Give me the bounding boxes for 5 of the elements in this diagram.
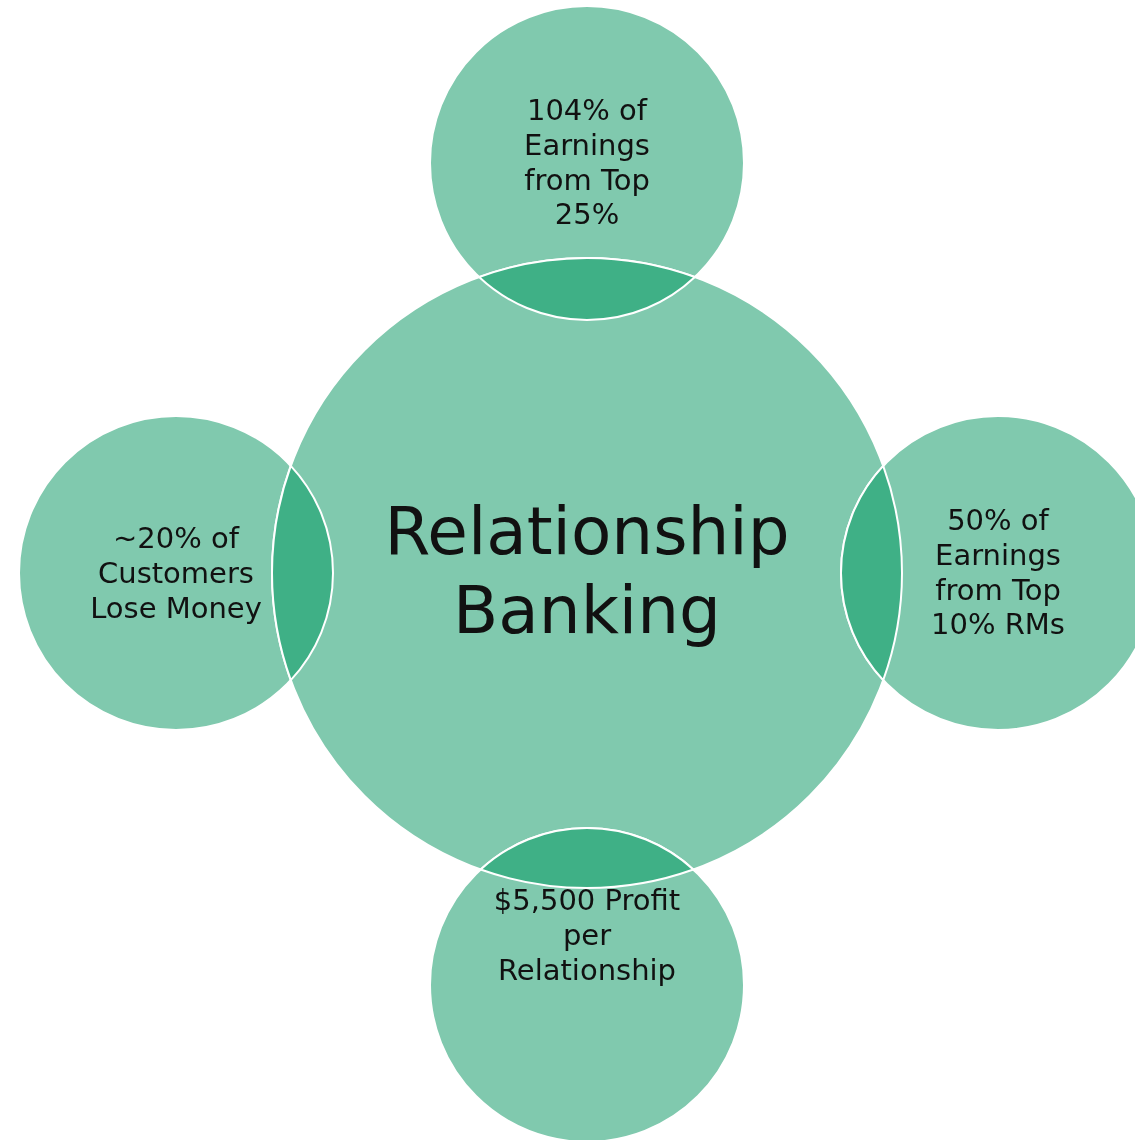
circle-label: $5,500 Profit per Relationship — [492, 882, 682, 988]
center-title: Relationship Banking — [383, 491, 791, 651]
circle-label: ~20% of Customers Lose Money — [89, 520, 263, 626]
circle-label: 50% of Earnings from Top 10% RMs — [930, 503, 1066, 643]
circle-label: 104% of Earnings from Top 25% — [523, 93, 651, 233]
